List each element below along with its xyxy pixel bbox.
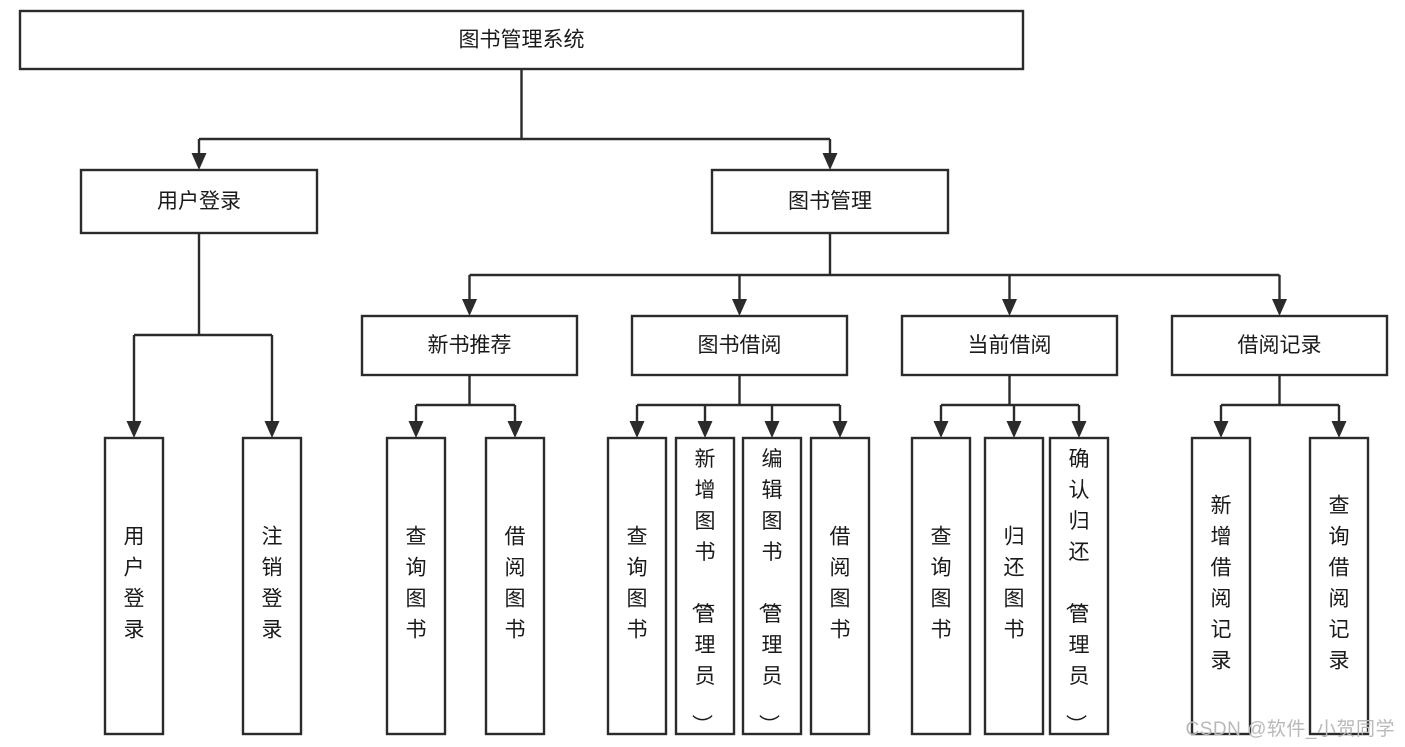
node-leaf-4[interactable]: 查询图书: [606, 436, 668, 736]
node-leaf-5-rect: [674, 436, 736, 736]
node-root-rect: [18, 9, 1025, 71]
node-leaf-0-rect: [103, 436, 165, 736]
node-level3-0[interactable]: 新书推荐: [360, 314, 579, 377]
node-leaf-11-label: 新增借阅记录: [1211, 495, 1232, 673]
node-leaf-12-rect: [1308, 436, 1370, 736]
node-leaf-5-label: 新增图书（管理员）: [690, 448, 716, 735]
node-leaf-8-rect: [910, 436, 972, 736]
node-leaf-8-label: 查询图书: [931, 526, 952, 642]
node-level3-1[interactable]: 图书借阅: [630, 314, 849, 377]
node-level3-3-label: 借阅记录: [1238, 334, 1322, 357]
node-leaf-3-label: 借阅图书: [505, 526, 526, 642]
node-leaf-11[interactable]: 新增借阅记录: [1190, 436, 1252, 736]
node-leaf-6-label: 编辑图书（管理员）: [757, 448, 783, 735]
node-leaf-1-label: 注销登录: [262, 526, 283, 642]
node-leaf-5[interactable]: 新增图书（管理员）: [674, 436, 736, 736]
node-level2-0[interactable]: 用户登录: [79, 168, 319, 235]
node-leaf-2[interactable]: 查询图书: [385, 436, 447, 736]
node-leaf-1-rect: [241, 436, 303, 736]
node-leaf-9-rect: [983, 436, 1045, 736]
node-level2-1[interactable]: 图书管理: [710, 168, 950, 235]
node-root-label: 图书管理系统: [459, 29, 585, 52]
node-leaf-2-rect: [385, 436, 447, 736]
node-leaf-9-label: 归还图书: [1004, 526, 1025, 642]
node-leaf-9[interactable]: 归还图书: [983, 436, 1045, 736]
node-level3-2-label: 当前借阅: [968, 334, 1052, 357]
node-leaf-0[interactable]: 用户登录: [103, 436, 165, 736]
node-level3-1-label: 图书借阅: [698, 334, 782, 357]
node-level3-3-rect: [1170, 314, 1389, 377]
node-leaf-7-rect: [809, 436, 871, 736]
node-leaf-4-label: 查询图书: [627, 526, 648, 642]
node-leaf-12[interactable]: 查询借阅记录: [1308, 436, 1370, 736]
node-level2-0-rect: [79, 168, 319, 235]
node-leaf-0-label: 用户登录: [124, 526, 145, 642]
node-level3-2-rect: [900, 314, 1119, 377]
node-boxes: 图书管理系统用户登录图书管理新书推荐图书借阅当前借阅借阅记录用户登录注销登录查询…: [18, 9, 1389, 736]
node-root[interactable]: 图书管理系统: [18, 9, 1025, 71]
node-level3-2[interactable]: 当前借阅: [900, 314, 1119, 377]
node-level3-0-rect: [360, 314, 579, 377]
node-leaf-7[interactable]: 借阅图书: [809, 436, 871, 736]
connector-lines: [126, 69, 1347, 438]
node-leaf-10[interactable]: 确认归还（管理员）: [1048, 436, 1110, 736]
node-level3-3[interactable]: 借阅记录: [1170, 314, 1389, 377]
node-leaf-6[interactable]: 编辑图书（管理员）: [741, 436, 803, 736]
node-level2-0-label: 用户登录: [157, 190, 241, 213]
node-leaf-12-label: 查询借阅记录: [1329, 495, 1350, 673]
node-leaf-11-rect: [1190, 436, 1252, 736]
node-leaf-10-rect: [1048, 436, 1110, 736]
node-leaf-2-label: 查询图书: [406, 526, 427, 642]
node-leaf-1[interactable]: 注销登录: [241, 436, 303, 736]
node-leaf-3-rect: [484, 436, 546, 736]
node-leaf-4-rect: [606, 436, 668, 736]
node-leaf-3[interactable]: 借阅图书: [484, 436, 546, 736]
node-leaf-10-label: 确认归还（管理员）: [1064, 448, 1090, 735]
node-leaf-7-label: 借阅图书: [830, 526, 851, 642]
node-level3-0-label: 新书推荐: [428, 334, 512, 357]
node-level3-1-rect: [630, 314, 849, 377]
node-level2-1-rect: [710, 168, 950, 235]
node-leaf-8[interactable]: 查询图书: [910, 436, 972, 736]
node-level2-1-label: 图书管理: [788, 190, 872, 213]
node-leaf-6-rect: [741, 436, 803, 736]
